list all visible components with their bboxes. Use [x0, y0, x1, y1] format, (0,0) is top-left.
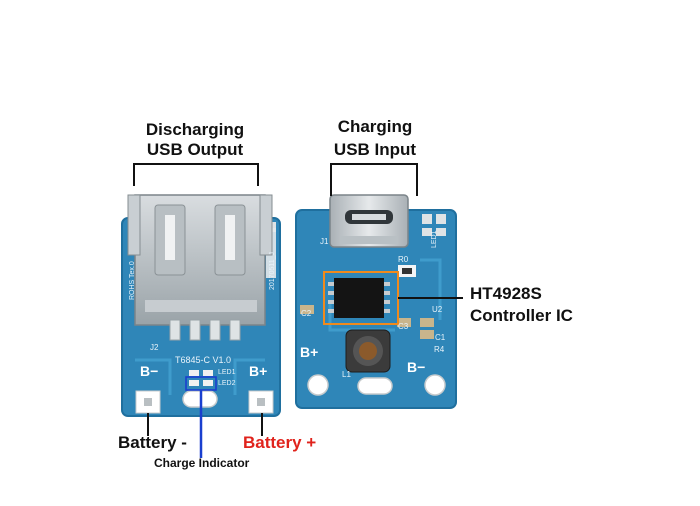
ic-label-line1: HT4928S: [470, 284, 542, 303]
left-bplus-text: B+: [249, 363, 267, 379]
right-r0-text: R0: [398, 255, 409, 264]
right-u2-text: U2: [432, 305, 443, 314]
right-l1-text: L1: [342, 370, 351, 379]
ic-label-line2: Controller IC: [470, 306, 573, 325]
ic-label: HT4928S Controller IC: [470, 283, 573, 327]
charging-bracket: [330, 163, 418, 196]
left-date-text: 20170511_J: [269, 252, 276, 290]
left-led2-text: LED2: [218, 380, 236, 387]
right-c2-text: C2: [301, 309, 312, 318]
charging-label-line1: Charging: [337, 117, 413, 136]
charging-label: Charging USB Input: [320, 115, 430, 161]
left-j2-text: J2: [150, 343, 159, 352]
right-r4-text: R4: [434, 345, 445, 354]
right-bminus-text: B−: [407, 359, 425, 375]
left-model-text: T6845-C V1.0: [175, 355, 231, 365]
micro-usb-port: [329, 194, 409, 248]
left-led1-text: LED1: [218, 369, 236, 376]
right-c1-text: C1: [435, 333, 446, 342]
usb-a-port: [127, 194, 273, 341]
discharging-label-line1: Discharging: [145, 120, 245, 139]
right-led-text: LED1: [431, 230, 438, 248]
charge-indicator-label: Charge Indicator: [154, 456, 250, 470]
right-c3-text: C3: [398, 322, 409, 331]
right-bplus-text: B+: [300, 344, 318, 360]
battery-pos-label: Battery +: [243, 433, 317, 452]
discharging-label-line2: USB Output: [146, 140, 244, 159]
discharging-bracket: [133, 163, 259, 186]
left-bminus-text: B−: [140, 363, 158, 379]
charging-label-line2: USB Input: [333, 140, 417, 159]
right-pcb-board: [295, 209, 457, 409]
right-j1-text: J1: [320, 237, 329, 246]
battery-neg-label: Battery -: [118, 433, 187, 452]
left-rohs-text: ROHS Tex.0: [129, 261, 136, 300]
discharging-label: Discharging USB Output: [135, 120, 255, 160]
